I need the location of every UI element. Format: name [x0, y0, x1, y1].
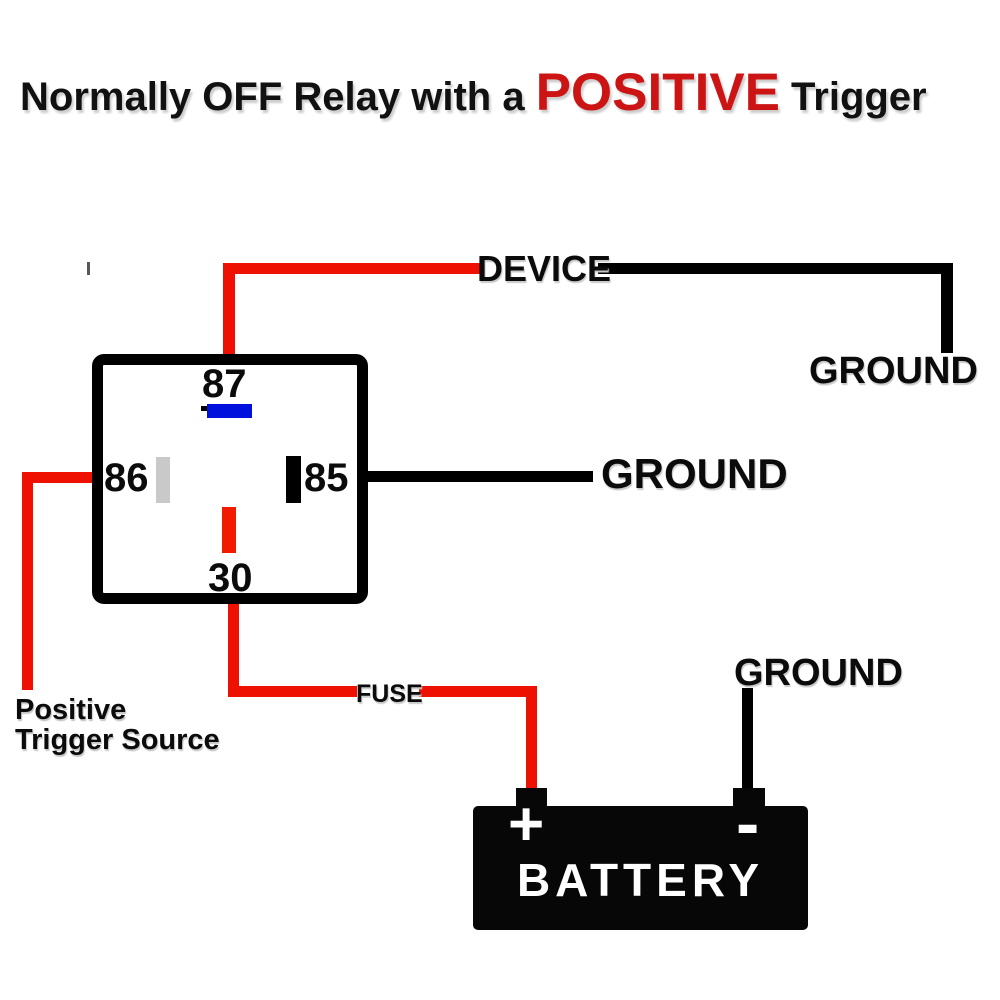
wire-device-ground-horizontal: [598, 263, 953, 274]
pin-30-contact-bar: [222, 507, 236, 553]
pin-86-contact-bar: [156, 457, 170, 503]
wire-85-ground: [360, 471, 593, 482]
battery-body: [473, 806, 808, 930]
pin-87-coil-bar: [207, 404, 252, 418]
wire-battery-negative-ground: [742, 688, 753, 791]
fuse-label: FUSE: [356, 680, 423, 708]
wire-87-device-vertical: [223, 263, 235, 358]
ground-label-middle: GROUND: [601, 450, 788, 497]
wire-battery-positive-vertical: [526, 686, 537, 791]
wire-86-trigger-vertical: [22, 472, 33, 690]
stray-mark: [87, 262, 90, 275]
trigger-source-line1: Positive: [15, 694, 127, 726]
relay-pin-86-label: 86: [104, 456, 149, 500]
device-label: DEVICE: [477, 248, 612, 289]
wire-87-device-horizontal: [223, 263, 480, 274]
relay-pin-30-label: 30: [208, 556, 253, 600]
ground-label-bottom-right: GROUND: [734, 652, 903, 694]
battery-label: BATTERY: [516, 854, 765, 906]
relay-pin-85-label: 85: [304, 456, 349, 500]
pin-85-contact-bar: [286, 456, 301, 503]
battery-plus-sign: +: [508, 790, 545, 859]
title-text-right: Trigger: [791, 75, 927, 119]
battery-positive-post: [516, 788, 547, 808]
diagram-title: Normally OFF Relay with a POSITIVE Trigg…: [20, 62, 927, 123]
title-text-left: Normally OFF Relay with a: [20, 75, 525, 119]
wire-30-vertical: [228, 600, 239, 697]
wire-device-ground-vertical: [941, 263, 953, 353]
positive-trigger-source-label: Positive Trigger Source: [15, 695, 220, 755]
ground-label-top-right: GROUND: [809, 350, 978, 392]
relay-body: [92, 354, 368, 604]
wire-30-fuse-left: [228, 686, 357, 697]
battery-negative-post: [733, 788, 765, 808]
battery-minus-sign: -: [736, 784, 760, 862]
wire-86-trigger-horizontal: [22, 472, 97, 483]
trigger-source-line2: Trigger Source: [15, 724, 220, 756]
title-highlight-positive: POSITIVE: [535, 63, 781, 122]
wire-fuse-battery-right: [419, 686, 537, 697]
